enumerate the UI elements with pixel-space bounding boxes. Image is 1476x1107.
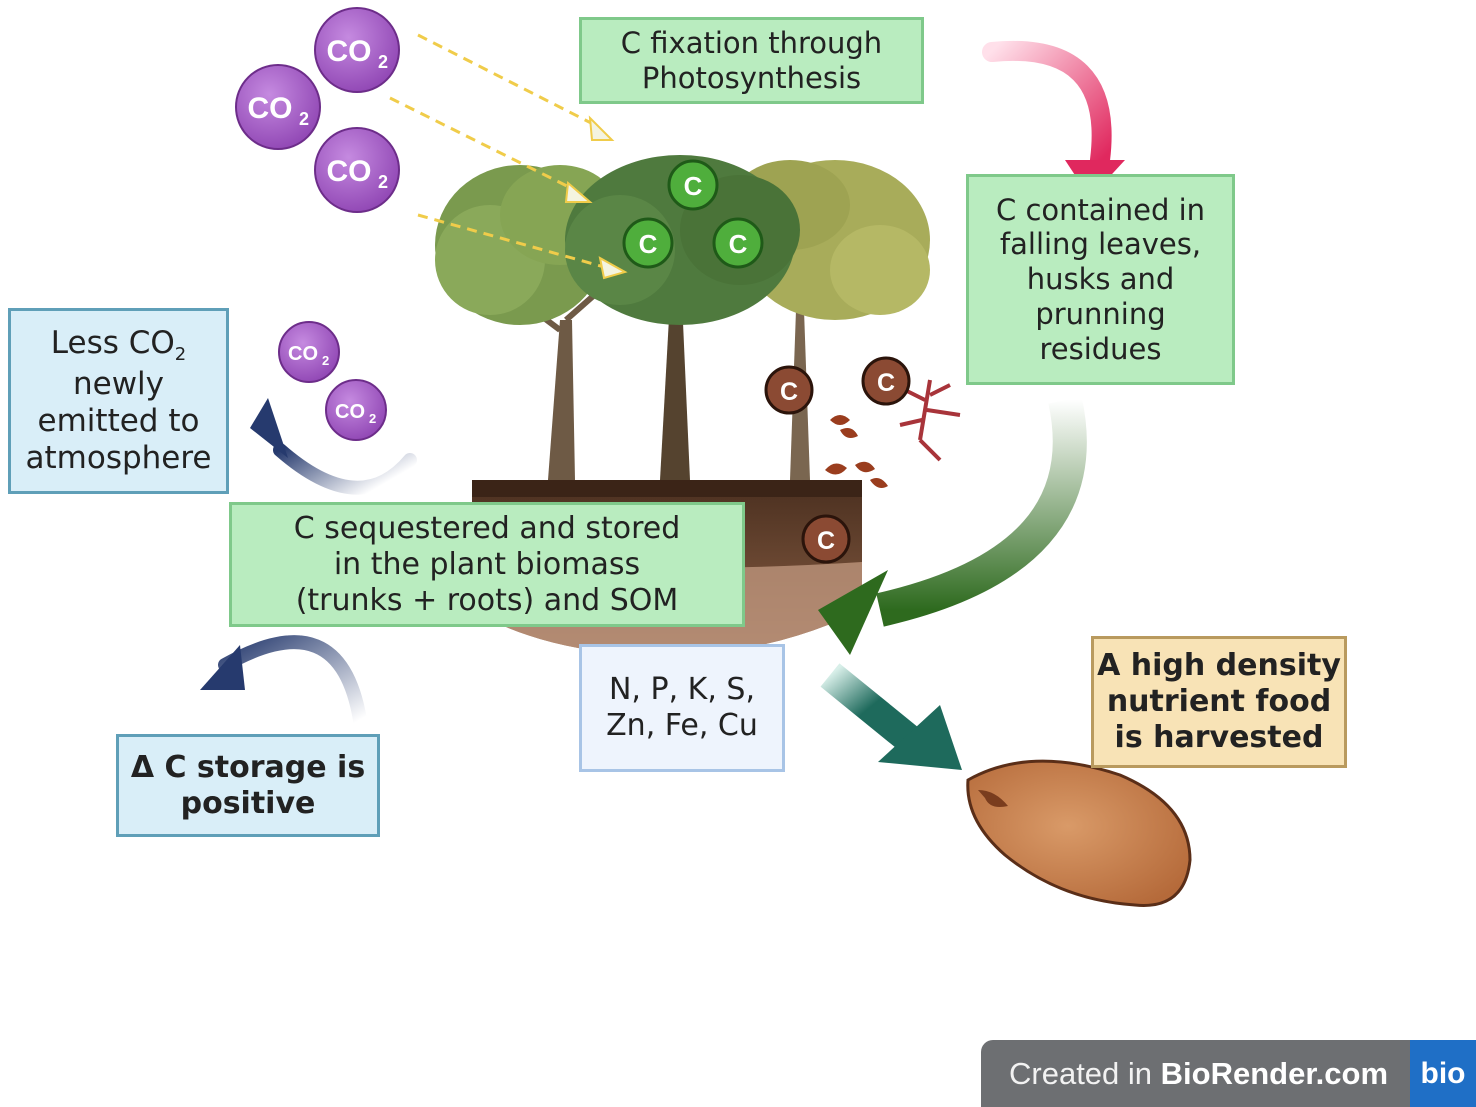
less-co2-line-4: atmosphere [25,439,212,476]
navy-arrowhead-lower [200,645,245,690]
svg-text:CO: CO [248,92,293,125]
sequestered-label-box: C sequestered and stored in the plant bi… [229,502,745,627]
navy-curved-arrow-lower [218,635,367,727]
less-co2-label-box: Less CO2 newly emitted to atmosphere [8,308,229,494]
less-co2-subscript: 2 [174,344,187,366]
sequestered-line-3: (trunks + roots) and SOM [295,582,679,618]
harvest-line-1: A high density [1097,648,1341,683]
biorender-badge[interactable]: Created in BioRender.com bio [981,1040,1476,1107]
carbon-marker-brown-1: C [764,365,814,415]
nutrients-label-box: N, P, K, S, Zn, Fe, Cu [579,644,785,772]
photosynthesis-label-box: C fixation through Photosynthesis [579,17,924,104]
co2-molecule-small-1: CO 2 [278,321,340,383]
svg-text:C: C [877,369,895,397]
less-co2-text: Less CO [50,324,175,361]
arrowheads-light [564,115,628,280]
harvest-line-3: is harvested [1114,720,1324,755]
svg-text:C: C [780,378,798,406]
photosynthesis-line-2: Photosynthesis [641,60,862,95]
sequestered-line-2: in the plant biomass [333,546,641,582]
svg-text:2: 2 [322,353,329,368]
badge-prefix: Created in [1009,1055,1161,1091]
falling-line-3: husks and [1026,262,1175,297]
svg-text:C: C [684,171,703,201]
teal-harvest-arrow [820,663,920,752]
less-co2-line-2: newly [72,365,165,402]
co2-uptake-arrows [389,33,616,272]
navy-arrowhead-upper [250,398,288,458]
svg-text:2: 2 [299,109,309,129]
badge-text: Created in BioRender.com [1009,1056,1388,1092]
photosynthesis-line-1: C fixation through [620,25,883,60]
nutrients-line-2: Zn, Fe, Cu [606,708,758,743]
delta-line-2: positive [180,785,316,821]
pruning-residues-icon [899,379,961,462]
green-curved-arrow [876,396,1087,627]
falling-leaves-icon [825,415,888,488]
falling-line-1: C contained in [995,192,1206,227]
co2-molecule-small-2: CO 2 [325,379,387,441]
co2-molecule-2: CO 2 [235,64,321,150]
delta-line-1: Δ C storage is [130,749,366,785]
svg-text:C: C [639,229,658,259]
falling-line-2: falling leaves, [999,227,1202,262]
harvest-line-2: nutrient food [1106,684,1332,719]
svg-text:CO: CO [335,401,365,423]
falling-line-5: residues [1039,331,1162,366]
seed-icon [966,759,1192,907]
teal-arrowhead [878,705,962,770]
green-arrowhead [818,570,888,655]
svg-text:CO: CO [288,343,318,365]
sequestered-line-1: C sequestered and stored [293,510,681,546]
less-co2-line-3: emitted to [37,402,200,439]
svg-text:2: 2 [378,52,388,72]
pink-curved-arrow [982,40,1112,170]
less-co2-line-1: Less CO2 [51,325,186,366]
carbon-marker-green-3: C [712,217,764,269]
svg-text:2: 2 [369,411,376,426]
carbon-marker-green-1: C [667,159,719,211]
svg-text:2: 2 [378,172,388,192]
falling-line-4: prunning [1035,296,1166,331]
falling-residues-label-box: C contained in falling leaves, husks and… [966,174,1235,385]
delta-storage-label-box: Δ C storage is positive [116,734,380,837]
carbon-marker-brown-3: C [801,514,851,564]
carbon-marker-brown-2: C [861,356,911,406]
navy-curved-arrow-upper [273,443,417,495]
co2-molecule-1: CO 2 [314,7,400,93]
biorender-logo-icon: bio [1410,1040,1476,1107]
svg-text:CO: CO [327,35,372,68]
nutrients-line-1: N, P, K, S, [608,672,755,707]
svg-text:CO: CO [327,155,372,188]
harvest-label-box: A high density nutrient food is harveste… [1091,636,1347,768]
svg-text:C: C [817,527,835,555]
svg-text:C: C [729,229,748,259]
co2-molecule-3: CO 2 [314,127,400,213]
badge-brand: BioRender.com [1160,1055,1389,1091]
carbon-marker-green-2: C [622,217,674,269]
